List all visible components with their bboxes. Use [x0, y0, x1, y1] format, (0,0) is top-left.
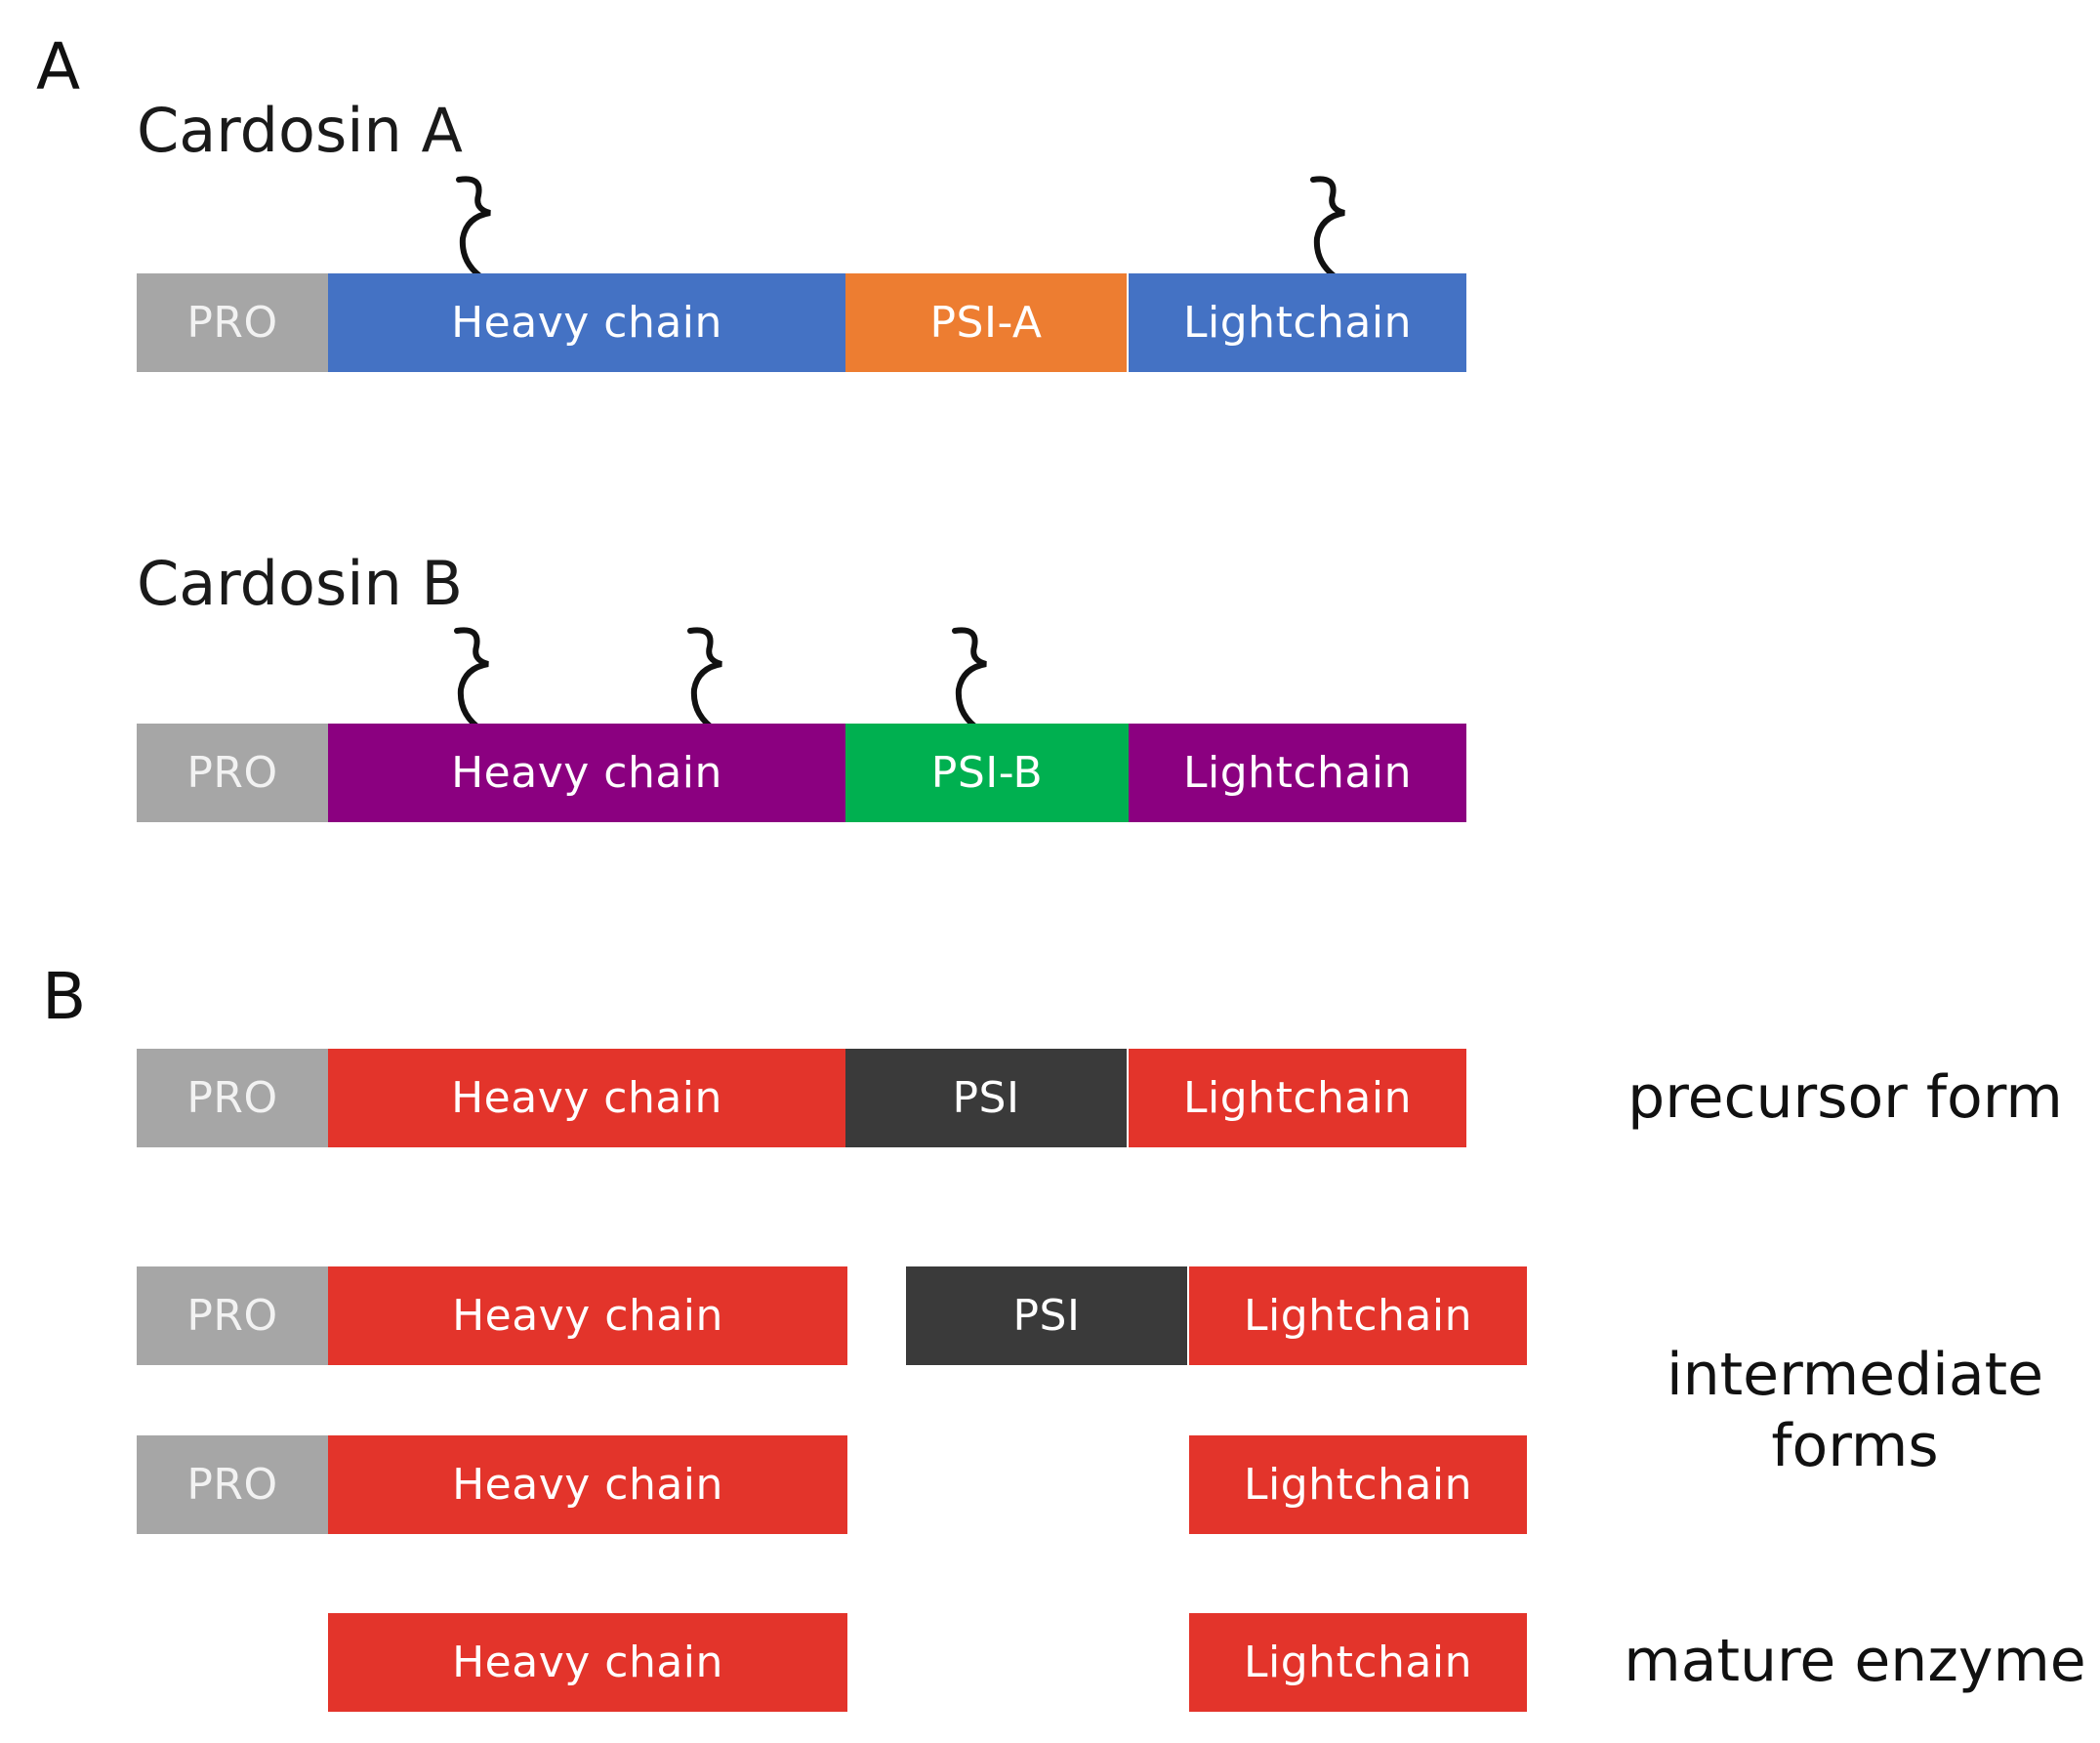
- light-chain-segment: Lightchain: [1129, 724, 1466, 822]
- intermediate-forms-label: intermediate forms: [1666, 1341, 2044, 1481]
- heavy-chain-segment: Heavy chain: [328, 1049, 845, 1147]
- psi-a-segment: PSI-A: [845, 273, 1127, 372]
- intermediate-2-left-bar: PRO Heavy chain: [137, 1435, 847, 1534]
- mature-right-bar: Lightchain: [1189, 1613, 1527, 1712]
- intermediate-1-right-bar: PSI Lightchain: [906, 1266, 1527, 1365]
- heavy-chain-segment: Heavy chain: [328, 724, 845, 822]
- light-chain-segment: Lightchain: [1187, 1266, 1527, 1365]
- cardosin-b-title: Cardosin B: [137, 548, 464, 619]
- heavy-chain-segment: Heavy chain: [328, 1613, 847, 1712]
- heavy-chain-segment: Heavy chain: [328, 273, 845, 372]
- pro-segment: PRO: [137, 1435, 328, 1534]
- glycosylation-mark-icon: [456, 176, 491, 282]
- mature-enzyme-label: mature enzyme: [1624, 1627, 2086, 1695]
- pro-segment: PRO: [137, 1049, 328, 1147]
- pro-segment: PRO: [137, 273, 328, 372]
- cardosin-a-title: Cardosin A: [137, 95, 463, 166]
- glycosylation-mark-icon: [1310, 176, 1345, 282]
- panel-letter-b: B: [42, 959, 87, 1034]
- cardosin-a-bar: PRO Heavy chain PSI-A Lightchain: [137, 273, 1466, 372]
- light-chain-segment: Lightchain: [1127, 273, 1466, 372]
- precursor-form-label: precursor form: [1627, 1063, 2063, 1132]
- heavy-chain-segment: Heavy chain: [328, 1266, 847, 1365]
- psi-segment: PSI: [906, 1266, 1187, 1365]
- heavy-chain-segment: Heavy chain: [328, 1435, 847, 1534]
- psi-b-segment: PSI-B: [845, 724, 1129, 822]
- light-chain-segment: Lightchain: [1189, 1613, 1527, 1712]
- mature-left-bar: Heavy chain: [328, 1613, 847, 1712]
- pro-segment: PRO: [137, 1266, 328, 1365]
- light-chain-segment: Lightchain: [1189, 1435, 1527, 1534]
- light-chain-segment: Lightchain: [1127, 1049, 1466, 1147]
- glycosylation-mark-icon: [952, 627, 987, 733]
- glycosylation-mark-icon: [454, 627, 489, 733]
- glycosylation-mark-icon: [687, 627, 722, 733]
- cardosin-b-bar: PRO Heavy chain PSI-B Lightchain: [137, 724, 1466, 822]
- panel-letter-a: A: [36, 29, 81, 104]
- pro-segment: PRO: [137, 724, 328, 822]
- intermediate-2-right-bar: Lightchain: [1189, 1435, 1527, 1534]
- precursor-bar: PRO Heavy chain PSI Lightchain: [137, 1049, 1466, 1147]
- psi-segment: PSI: [845, 1049, 1127, 1147]
- intermediate-1-left-bar: PRO Heavy chain: [137, 1266, 847, 1365]
